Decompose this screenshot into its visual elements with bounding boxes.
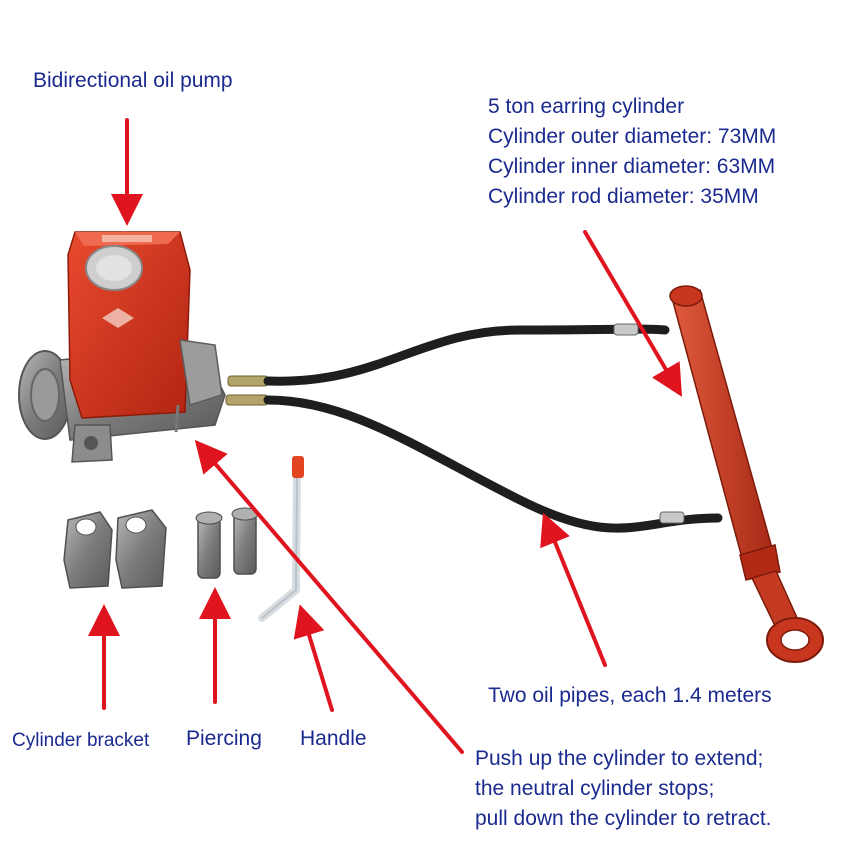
handle-label: Handle <box>300 727 367 750</box>
callout-arrows <box>88 118 683 754</box>
arrow-pipes <box>540 512 607 667</box>
cylinder-specs: 5 ton earring cylinder Cylinder outer di… <box>488 92 776 212</box>
cylinder-spec-rod: Cylinder rod diameter: 35MM <box>488 185 759 208</box>
cylinder-spec-title: 5 ton earring cylinder <box>488 95 685 118</box>
arrow-lever <box>194 439 464 754</box>
piercing-label: Piercing <box>186 727 262 750</box>
instruction-stop: the neutral cylinder stops; <box>475 777 715 800</box>
instruction-extend: Push up the cylinder to extend; <box>475 747 764 770</box>
instruction-retract: pull down the cylinder to retract. <box>475 807 772 830</box>
oil-pump <box>18 231 269 463</box>
pump-label: Bidirectional oil pump <box>33 69 233 92</box>
piercing-pins <box>195 507 259 579</box>
operation-instructions: Push up the cylinder to extend; the neut… <box>475 744 771 834</box>
arrow-handle <box>293 604 334 712</box>
hydraulic-cylinder <box>669 285 824 663</box>
oil-pipes <box>263 323 723 533</box>
arrow-cylinder <box>583 230 683 397</box>
handle <box>258 456 304 622</box>
pipes-label: Two oil pipes, each 1.4 meters <box>488 684 772 707</box>
cylinder-spec-outer: Cylinder outer diameter: 73MM <box>488 125 777 148</box>
bracket-label: Cylinder bracket <box>12 730 150 751</box>
cylinder-brackets <box>63 509 167 589</box>
cylinder-spec-inner: Cylinder inner diameter: 63MM <box>488 155 776 178</box>
